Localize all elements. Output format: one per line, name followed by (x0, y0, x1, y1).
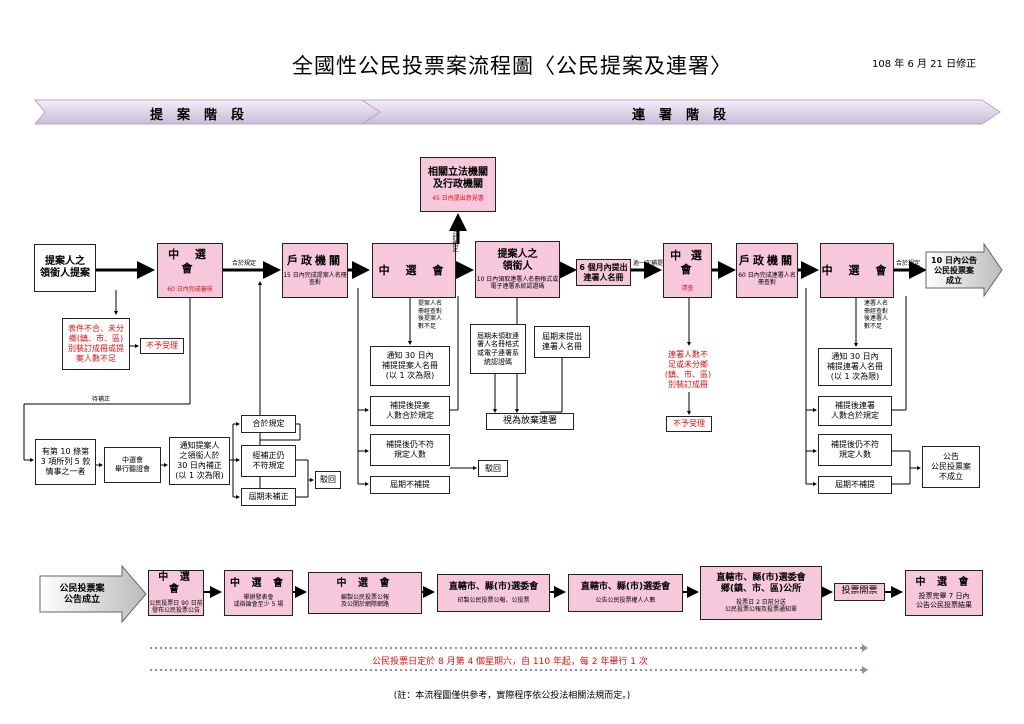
established-arrow (925, 242, 1003, 298)
announced-arrow (39, 564, 147, 624)
stage-debate-note: 舉辦發表會 或辯論會至少 5 場 (233, 593, 284, 608)
vote-count-box: 投票開票 (834, 583, 885, 601)
stage-voters-box: 直轄市、縣(市)選委會 公告公民投票權人人數 (568, 574, 683, 612)
stage-result-box: 中 選 會 投票完畢 7 日內 公告公民投票結果 (905, 570, 983, 616)
submit-signatures-box: 6 個月內提出 連署人名冊 (576, 259, 631, 286)
resubmit-signers-bad-box: 補提後仍不符 規定人數 (818, 434, 892, 466)
household-check-box-2: 戶政機關 60 日內完成連署人名冊查對 (736, 243, 798, 298)
legislative-title: 相關立法機關 及行政機關 (428, 166, 488, 191)
stage-gazette-title: 中 選 會 (336, 578, 394, 590)
legislative-note: 45 日內提出意見書 (432, 194, 484, 202)
cec-box-3: 中 選 會 清查 (663, 243, 712, 298)
cec-review-title: 中 選 會 (168, 248, 212, 275)
invalid-proposal-box: 表件不合、未分 鄉(鎮、市、區) 別裝訂成冊或提 案人數不足 (62, 318, 130, 370)
stage-print-box: 直轄市、縣(市)選委會 印製公民投票公報、公投票 (437, 574, 550, 612)
signature-phase-label: 連署階段 (632, 108, 741, 123)
not-accepted-box-2: 不予受理 (666, 416, 712, 432)
signature-check-note: 連署人名 冊經查對 後連署人 數不足 (864, 300, 889, 330)
cec-review-box: 中 選 會 60 日內完成審核 (157, 243, 223, 298)
stage-print-note: 印製公民投票公報、公投票 (457, 596, 530, 604)
signature-phase-banner (360, 99, 1001, 125)
overdue-fix-box: 屆期未補正 (241, 488, 296, 506)
stage-distribute-note: 投票日 2 日前分送 公民投票公報及投票通知單 (724, 598, 797, 613)
stage-print-title: 直轄市、縣(市)選委會 (448, 582, 539, 593)
article10-box: 有第 10 條第 3 項所列 5 款 情事之一者 (35, 439, 96, 485)
page-title: 全國性公民投票案流程圖〈公民提案及連署〉 (292, 54, 732, 78)
resubmit-signers-overdue-box: 屆期不補提 (818, 476, 892, 494)
leader2-title: 提案人之 領銜人 (497, 248, 538, 273)
stage-result-title: 中 選 會 (915, 576, 973, 588)
stage-voters-title: 直轄市、縣(市)選委會 (580, 582, 671, 593)
not-established-box: 公告 公民投票案 不成立 (922, 446, 980, 488)
once-label: 逾一次補提 (633, 260, 664, 267)
leader2-note: 10 日內領取連署人名冊格式或電子連署系統認證碼 (476, 275, 559, 290)
resubmit-ok-box: 補提後提案 人數合於規定 (370, 396, 450, 426)
resubmit-overdue-box: 屆期不補提 (370, 476, 450, 494)
household-check-note: 15 日內完成提案人名冊查對 (283, 272, 347, 287)
stage-debate-box: 中 選 會 舉辦發表會 或辯論會至少 5 場 (224, 570, 293, 616)
leader-proposal-box: 提案人之 領銜人提案 (34, 244, 96, 292)
stage-voters-note: 公告公民投票權人人數 (595, 596, 656, 604)
meets-label-1: 合於規定 (232, 260, 257, 267)
cec-box-4-title: 中 選 會 (821, 263, 893, 277)
household-check-box: 戶政機關 15 日內完成提案人名冊查對 (282, 243, 348, 298)
proposal-check-note: 提案人名 冊經查對 後提案人 數不足 (418, 300, 443, 330)
proposal-phase-label: 提案階段 (150, 108, 259, 123)
meets-label-2: 合於規定 (451, 228, 458, 252)
resubmit-signers-box: 通知 30 日內 補提連署人名冊 (以 1 次為限) (818, 348, 892, 386)
vote-day-rule: 公民投票日定於 8 月第 4 個星期六，自 110 年起，每 2 年舉行 1 次 (372, 657, 648, 667)
resubmit-bad-box: 補提後仍不符 規定人數 (370, 434, 450, 466)
reject-box-1: 駁回 (315, 471, 341, 489)
cec-box-3-title: 中 選 會 (670, 249, 705, 276)
overdue-submit-box: 屆期未提出 連署人名冊 (534, 326, 590, 358)
stage-announce-title: 中 選 會 (158, 571, 194, 596)
stage-gazette-box: 中 選 會 編製公民投票公報 及公開於網際網路 (308, 572, 422, 614)
still-invalid-box: 經補正仍 不符規定 (241, 445, 296, 477)
notify-fix-box: 通知提案人 之領銜人於 30 日內補正 (以 1 次為限) (169, 437, 230, 485)
insufficient-signatures-text: 連署人數不 足或未分鄉 (鎮、市、區) 別裝訂成冊 (660, 347, 716, 392)
fixed-ok-box: 合於規定 (241, 415, 296, 433)
stage-debate-title: 中 選 會 (230, 578, 287, 590)
leader2-box: 提案人之 領銜人 10 日內領取連署人名冊格式或電子連署系統認證碼 (475, 241, 560, 298)
cec-box-2: 中 選 會 (372, 243, 456, 298)
abandon-box: 視為放棄連署 (486, 413, 574, 430)
announce-established-text: 10 日內公告 公民投票案 成立 (931, 256, 977, 285)
household-check-2-note: 60 日內完成連署人名冊查對 (738, 272, 796, 287)
stage-gazette-note: 編製公民投票公報 及公開於網際網路 (340, 593, 389, 608)
overdue-format-box: 屆期未領取連 署人名冊格式 或電子連署系 統認證碼 (470, 324, 526, 374)
legislative-box: 相關立法機關 及行政機關 45 日內提出意見書 (420, 157, 496, 212)
cec-review-note: 60 日內完成審核 (167, 285, 213, 293)
stage-distribute-title: 直轄市、縣(市)選委會 鄉(鎮、市、區)公所 (716, 573, 806, 595)
to-fix-label: 待補正 (92, 396, 111, 403)
stage-distribute-box: 直轄市、縣(市)選委會 鄉(鎮、市、區)公所 投票日 2 日前分送 公民投票公報… (700, 566, 822, 620)
cec-box-4: 中 選 會 (820, 243, 894, 298)
resubmit-signers-ok-box: 補提後連署 人數合於規定 (818, 396, 892, 426)
cec-box-3-note: 清查 (681, 284, 694, 292)
stage-announce-note: 公民投票日 90 日前 發布公民投票公告 (149, 599, 203, 614)
stage-result-note: 投票完畢 7 日內 公告公民投票結果 (916, 592, 972, 609)
stage-announce-box: 中 選 會 公民投票日 90 日前 發布公民投票公告 (148, 570, 204, 616)
household-check-title: 戶政機關 (287, 254, 343, 268)
revision-date: 108 年 6 月 21 日修正 (872, 59, 977, 70)
established-label: 公民投票案 公告成立 (59, 584, 105, 606)
household-check-2-title: 戶政機關 (739, 254, 795, 268)
cec-box-2-title: 中 選 會 (378, 263, 450, 277)
not-accepted-box-1: 不予受理 (140, 338, 184, 354)
footnote: (註：本流程圖僅供參考，實際程序依公投法相關法規而定。) (393, 691, 631, 701)
hearing-box: 中選會 舉行聽證會 (104, 447, 161, 483)
meets-label-3: 合於規定 (896, 260, 921, 267)
resubmit-proposers-box: 通知 30 日內 補提提案人名冊 (以 1 次為限) (370, 346, 450, 386)
reject-box-2: 駁回 (478, 460, 508, 477)
